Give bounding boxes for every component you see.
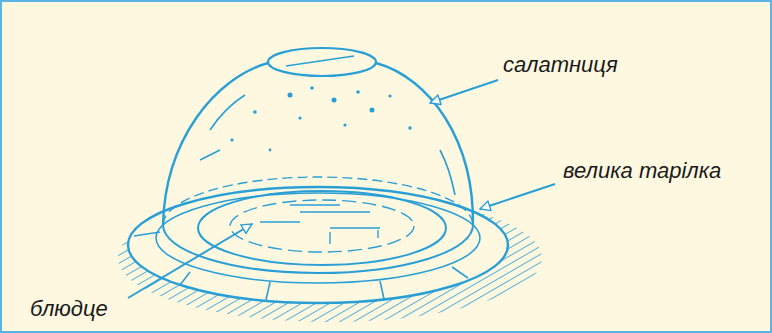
plate-rim bbox=[156, 193, 480, 283]
saucer bbox=[198, 191, 446, 265]
part-label: велика тарілка bbox=[563, 158, 721, 184]
bowl-right bbox=[376, 63, 473, 225]
saucer-reflections bbox=[260, 205, 380, 244]
bowl-highlight bbox=[200, 150, 220, 160]
bowl-foot bbox=[268, 48, 376, 76]
bowl-rim-back bbox=[163, 177, 473, 225]
leader-arrow bbox=[480, 184, 555, 209]
plate-rim-marks bbox=[134, 232, 468, 300]
shadow-hatching bbox=[118, 187, 542, 322]
saucer-inner bbox=[230, 200, 414, 252]
leader-arrow bbox=[128, 224, 252, 298]
large-plate bbox=[128, 187, 508, 303]
part-label: салатниця bbox=[503, 52, 618, 78]
bowl-highlight bbox=[440, 150, 455, 195]
part-label: блюдце bbox=[30, 296, 108, 322]
leader-arrow bbox=[430, 80, 498, 103]
bowl-highlight bbox=[210, 95, 245, 130]
bowl-left bbox=[163, 63, 268, 225]
bowl-foot-line bbox=[286, 56, 354, 66]
glass-dots bbox=[230, 86, 411, 151]
